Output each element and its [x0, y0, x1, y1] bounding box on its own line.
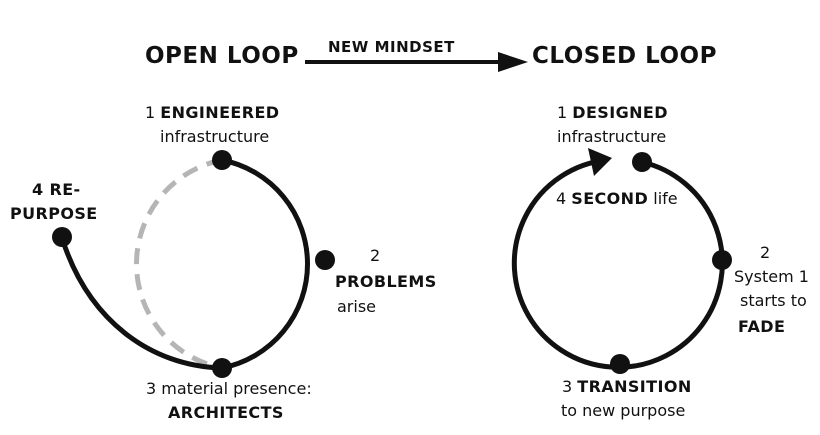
open-node-4 [52, 227, 72, 247]
open-loop-missing-arc [134, 157, 223, 371]
mindset-arrow-head [498, 52, 528, 72]
closed-node-2 [712, 250, 732, 270]
closed-step-1-subtitle: infrastructure [557, 127, 667, 146]
closed-loop-arrow-head [588, 148, 612, 176]
closed-step-2-line-2: starts to [740, 291, 807, 310]
open-step-3-title: ARCHITECTS [168, 403, 284, 422]
new-mindset-label: NEW MINDSET [328, 38, 455, 56]
open-loop-title: OPEN LOOP [145, 43, 299, 69]
open-loop-tail [59, 237, 223, 371]
open-step-3-line: 3 material presence: [146, 379, 312, 398]
open-node-1 [212, 150, 232, 170]
open-step-1-title: ENGINEERED [160, 103, 280, 122]
closed-step-1-heading: 1 DESIGNED [557, 103, 668, 122]
open-step-1-heading: 1 ENGINEERED [145, 103, 280, 122]
closed-step-4-tail: life [653, 189, 678, 208]
open-step-2-number: 2 [370, 246, 381, 265]
closed-node-3 [610, 354, 630, 374]
closed-step-2-line-1: System 1 [734, 267, 809, 286]
closed-step-4-number: 4 [556, 189, 567, 208]
closed-step-3-subtitle: to new purpose [561, 401, 686, 420]
open-node-3 [212, 358, 232, 378]
closed-step-1-title: DESIGNED [572, 103, 668, 122]
open-step-4-line-b: PURPOSE [10, 204, 98, 223]
closed-step-1-number: 1 [557, 103, 568, 122]
open-step-4-line-a: 4 RE- [32, 180, 81, 199]
closed-loop-title: CLOSED LOOP [532, 43, 717, 69]
open-loop-arc [221, 157, 310, 371]
open-step-1-subtitle: infrastructure [160, 127, 270, 146]
open-step-2-title: PROBLEMS [335, 272, 437, 291]
open-step-2-subtitle: arise [337, 297, 377, 316]
open-step-1-number: 1 [145, 103, 156, 122]
closed-step-2-number: 2 [760, 243, 771, 262]
closed-step-4-title: SECOND [571, 189, 649, 208]
closed-step-2-title: FADE [738, 317, 786, 336]
closed-step-3-number: 3 [562, 377, 573, 396]
closed-step-3-heading: 3 TRANSITION [562, 377, 692, 396]
closed-step-4-label: 4 SECOND life [556, 189, 678, 208]
closed-step-3-title: TRANSITION [577, 377, 692, 396]
open-node-2 [315, 250, 335, 270]
closed-node-1 [632, 152, 652, 172]
